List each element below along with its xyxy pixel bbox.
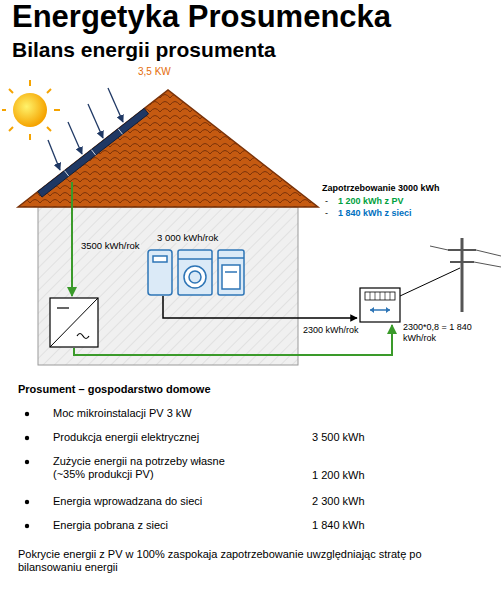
- grid-share: 1 840 kWh z sieci: [338, 208, 412, 219]
- list-value: 3 500 kWh: [312, 431, 365, 444]
- list-item: Energia pobrana z sieci: [53, 519, 168, 532]
- dash: -: [325, 208, 328, 219]
- page-title: Energetyka Prosumencka: [12, 0, 391, 35]
- inverter-symbol: [50, 298, 98, 347]
- calc-note: 2300*0,8 = 1 840 kWh/rok: [403, 322, 475, 344]
- list-value: 2 300 kWh: [312, 495, 365, 508]
- bullets: [25, 412, 29, 528]
- section-heading: Prosument – gospodarstwo domowe: [18, 383, 211, 396]
- summary-note: Pokrycie energii z PV w 100% zaspokaja z…: [18, 548, 486, 574]
- sunlight-arrows: [48, 88, 123, 170]
- bidirectional-meter: [360, 288, 400, 322]
- house-wall: [38, 207, 298, 365]
- dash: -: [325, 196, 328, 207]
- export-line: [74, 325, 392, 355]
- list-item: Zużycie energii na potrzeby własne (~35%…: [53, 455, 253, 481]
- appliances: [148, 250, 244, 295]
- demand-heading: Zapotrzebowanie 3000 kWh: [322, 183, 440, 194]
- list-item: Produkcja energii elektrycznej: [53, 431, 199, 444]
- list-value: 1 840 kWh: [312, 519, 365, 532]
- sun: [2, 80, 60, 140]
- roof: [18, 90, 318, 207]
- list-value: 1 200 kWh: [312, 469, 365, 482]
- pv-feed-line: [71, 182, 73, 296]
- power-pole: [430, 238, 501, 312]
- list-item: Moc mikroinstalacji PV 3 kW: [53, 407, 192, 420]
- service-wire: [400, 268, 460, 296]
- flow-label: 3500 kWh/rok: [80, 240, 141, 251]
- power-label: 3,5 KW: [138, 66, 171, 78]
- pv-panels: [38, 108, 149, 197]
- pv-share: 1 200 kWh z PV: [338, 196, 404, 207]
- flow-label: 2300 kWh/rok: [303, 325, 359, 336]
- subtitle: Bilans energii prosumenta: [12, 37, 276, 62]
- flow-label: 3 000 kWh/rok: [156, 232, 219, 243]
- list-item: Energia wprowadzana do sieci: [53, 495, 202, 508]
- consumption-line: [163, 296, 357, 318]
